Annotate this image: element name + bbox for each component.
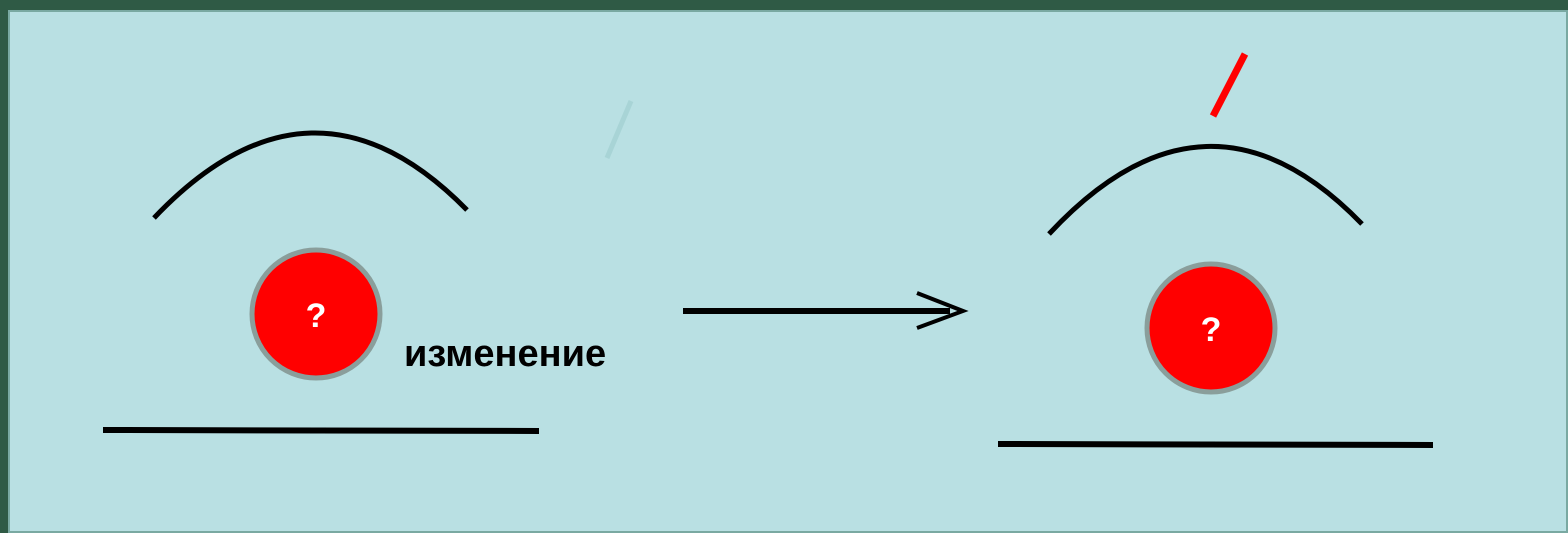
before-ball-label: ?	[306, 297, 327, 335]
after-state: ?	[997, 52, 1434, 448]
change-label: изменение	[404, 333, 607, 375]
before-ball-circle	[249, 247, 383, 381]
after-base-line	[997, 441, 1434, 448]
arrow-head	[916, 291, 969, 330]
before-ball: ?	[249, 247, 383, 381]
after-ball-label: ?	[1201, 311, 1222, 349]
before-faint-mark	[604, 100, 634, 159]
before-arc	[152, 130, 469, 220]
after-red-mark	[1209, 52, 1249, 118]
before-base-line	[102, 427, 540, 434]
transition-arrow	[683, 291, 969, 330]
before-state: ?	[102, 100, 634, 434]
after-arc	[1047, 143, 1364, 236]
after-ball: ?	[1144, 261, 1278, 395]
after-ball-circle	[1144, 261, 1278, 395]
